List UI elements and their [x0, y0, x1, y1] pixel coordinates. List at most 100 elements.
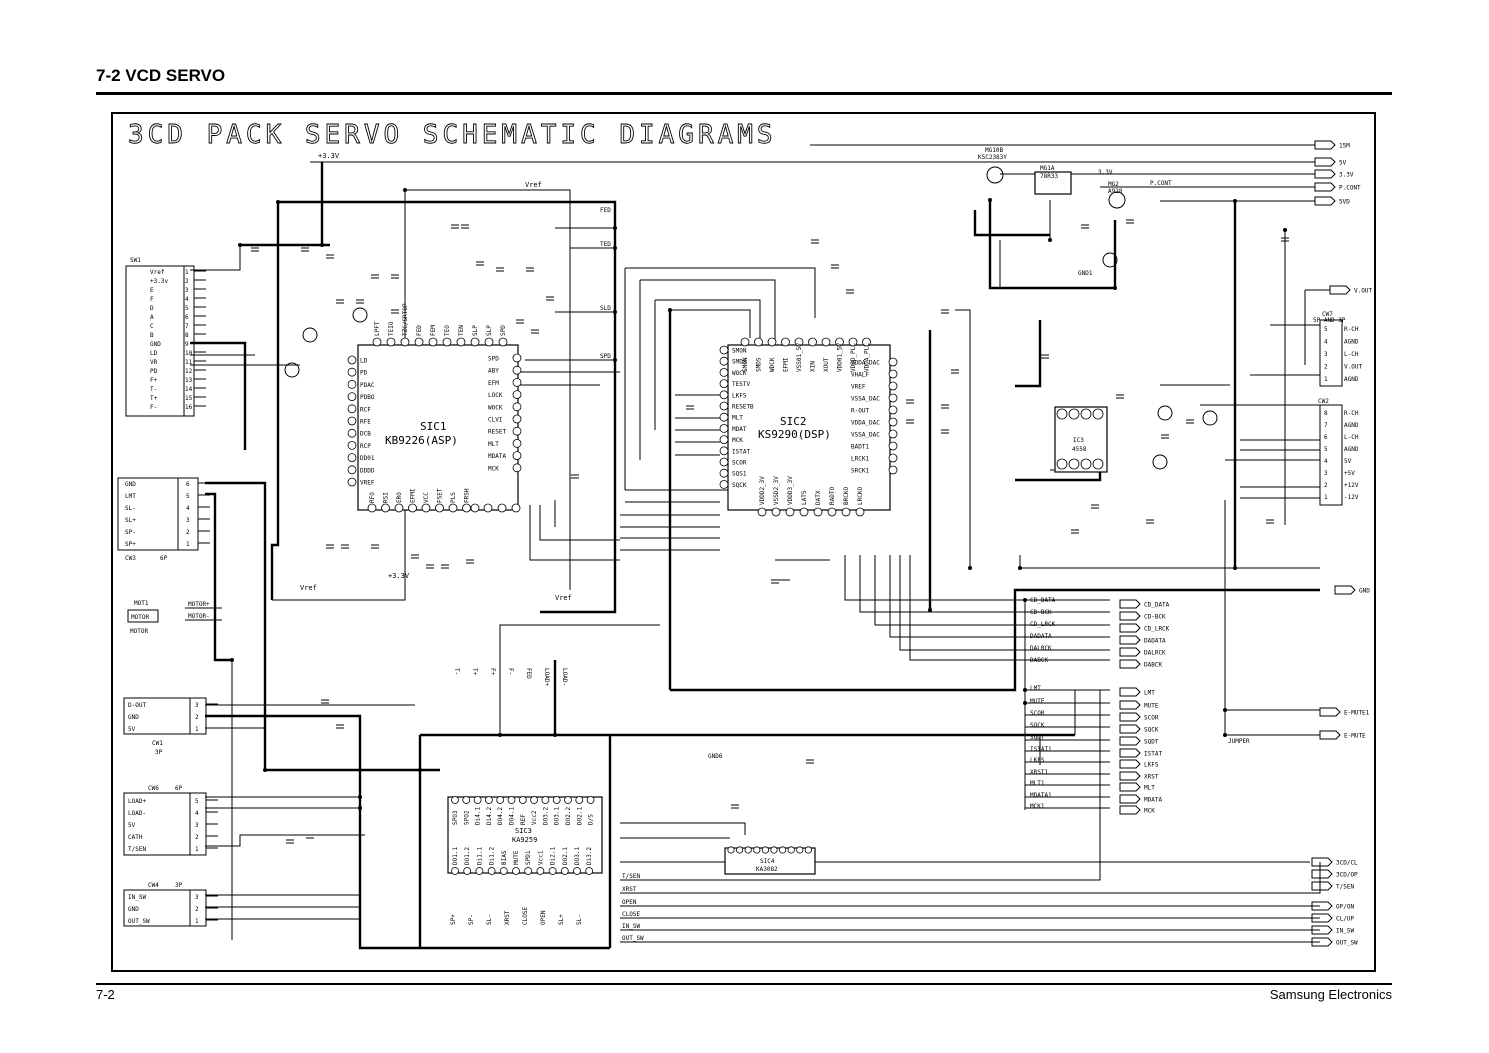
- port-arrow: [1314, 182, 1336, 192]
- junction-dot: [320, 243, 324, 247]
- sic3-pin-label: DO1.2: [464, 847, 471, 865]
- gnd1-label: GND1: [1078, 270, 1093, 277]
- ic-pin: [796, 846, 804, 854]
- connector-pin-number: 5: [185, 305, 189, 312]
- connector-pin-label: 5V: [1344, 458, 1352, 465]
- connector-pin-label: D: [150, 305, 154, 312]
- sic2-pin-label: LRCK1: [851, 456, 869, 463]
- cw6-size: 6P: [175, 785, 183, 792]
- digital-net-label: CD-BCK: [1030, 609, 1052, 616]
- connector-pin-label: 5V: [128, 726, 136, 733]
- control-output-label: XRST: [1144, 774, 1159, 781]
- ic-pin: [512, 867, 520, 875]
- power-output-label: 5VD: [1339, 199, 1350, 206]
- ic-pin: [753, 846, 761, 854]
- sic1-pin-label: VREF: [360, 480, 375, 487]
- connector-pin-number: 1: [195, 846, 199, 853]
- ic-pin: [888, 417, 898, 427]
- ic-pin: [841, 507, 851, 517]
- sic2-pin-label: VHALF: [851, 372, 869, 379]
- digital-output-label: DADATA: [1144, 638, 1166, 645]
- port-arrow: [1319, 707, 1341, 717]
- sic2-pin-label: LKFS: [732, 392, 747, 399]
- connector-pin-number: 3: [195, 894, 199, 901]
- ic-pin: [435, 503, 444, 513]
- ic-pin: [347, 392, 357, 402]
- sic2-pin-label: VSSA_DAC: [851, 396, 880, 403]
- ic-pin: [408, 503, 417, 513]
- connector-pin-number: 12: [185, 368, 193, 375]
- sic2-ref: SIC2: [780, 415, 807, 428]
- control-net-label: SQDT: [1030, 734, 1045, 741]
- power-section: MG1A 78R33 MG10B KSC2383Y MG2 A928: [284, 147, 1218, 470]
- sic2-pin-label: SMDS: [756, 357, 763, 372]
- sic3-pin-label: DO4.2: [497, 807, 504, 825]
- ic-pin: [347, 404, 357, 414]
- connector-pin-number: 6: [1324, 434, 1328, 441]
- ic-pin: [888, 369, 898, 379]
- ic-pin: [524, 867, 533, 875]
- connector-pin-label: F+: [150, 377, 158, 384]
- junction-dot: [1233, 199, 1237, 203]
- sic1-pin-label: PDBO: [360, 394, 375, 401]
- ic-pin: [888, 381, 898, 391]
- ic-pin: [511, 503, 521, 513]
- port-arrow: [1119, 805, 1141, 815]
- ic-pin: [813, 507, 823, 517]
- tray-output-label: 3CD/CL: [1336, 860, 1358, 867]
- sic3-pin-label: SPO3: [452, 810, 459, 825]
- port-arrow: [1119, 647, 1141, 657]
- port-arrow: [1119, 687, 1141, 697]
- connector-pin-number: 5: [195, 798, 199, 805]
- tray-output-label: OP/ON: [1336, 904, 1354, 911]
- connector-pin-label: AGND: [1344, 446, 1359, 453]
- motor-plus: MOTOR+: [188, 601, 210, 608]
- connector-pin-label: GND: [125, 481, 136, 488]
- sic2-pin-label: SRCK1: [851, 468, 869, 475]
- sic1-pin-label: SPD: [488, 356, 499, 363]
- ic-pin: [463, 867, 472, 875]
- tray-net-label: T/SEN: [622, 873, 640, 880]
- sic2-pin-label: VDDD3_3V: [787, 476, 794, 505]
- ic-pin: [719, 356, 729, 366]
- ic-pin: [347, 453, 357, 463]
- port-arrow: [1119, 700, 1141, 710]
- sic4-ref: SIC4: [760, 858, 775, 865]
- sic3-pin-label: Di4.2: [486, 807, 493, 825]
- ic-pin: [564, 796, 572, 804]
- junction-dot: [1023, 701, 1027, 705]
- connector-pin-label: PD: [150, 368, 158, 375]
- control-output-label: LKFS: [1144, 762, 1159, 769]
- motor-name: MOTOR: [131, 614, 149, 621]
- sic2-pin-label: ISTAT: [732, 448, 750, 455]
- sic1-net-label: SLD: [600, 305, 611, 312]
- connector-pin-number: 15: [185, 395, 193, 402]
- motor-minus: MOTOR-: [188, 613, 210, 620]
- sic3-pin-label: DO3.1: [554, 807, 561, 825]
- sic2-pin-label: LRCKO: [857, 487, 864, 505]
- sic2-pin-label: MLT: [732, 415, 743, 422]
- port-arrow: [1319, 730, 1341, 740]
- sic3-pin-label: SPO2: [463, 810, 470, 825]
- sic2-pin-label: WDCK: [769, 357, 776, 372]
- connector-pin-number: 4: [1324, 339, 1328, 346]
- sic3-pin-label: DO2.1: [562, 847, 569, 865]
- ic-pin: [428, 337, 438, 347]
- connector-pin-number: 2: [195, 906, 199, 913]
- sic1-pin-label: PLS: [450, 492, 457, 503]
- sic3-part: KA9259: [512, 836, 537, 844]
- junction-dot: [613, 310, 617, 314]
- connector-pin-number: 3: [1324, 470, 1328, 477]
- sic2-pin-label: TESTV: [732, 381, 750, 388]
- power-output-label: 15M: [1339, 143, 1350, 150]
- connector-pin-number: 5: [1324, 326, 1328, 333]
- connector-pin-label: Vref: [150, 269, 165, 276]
- sic2-pin-label: SCOR: [732, 460, 747, 467]
- ic-pin: [442, 337, 452, 347]
- connector-pin-number: 3: [195, 822, 199, 829]
- junction-dot: [276, 200, 280, 204]
- junction-dot: [1113, 286, 1117, 290]
- connector-pin-label: 5V: [128, 822, 136, 829]
